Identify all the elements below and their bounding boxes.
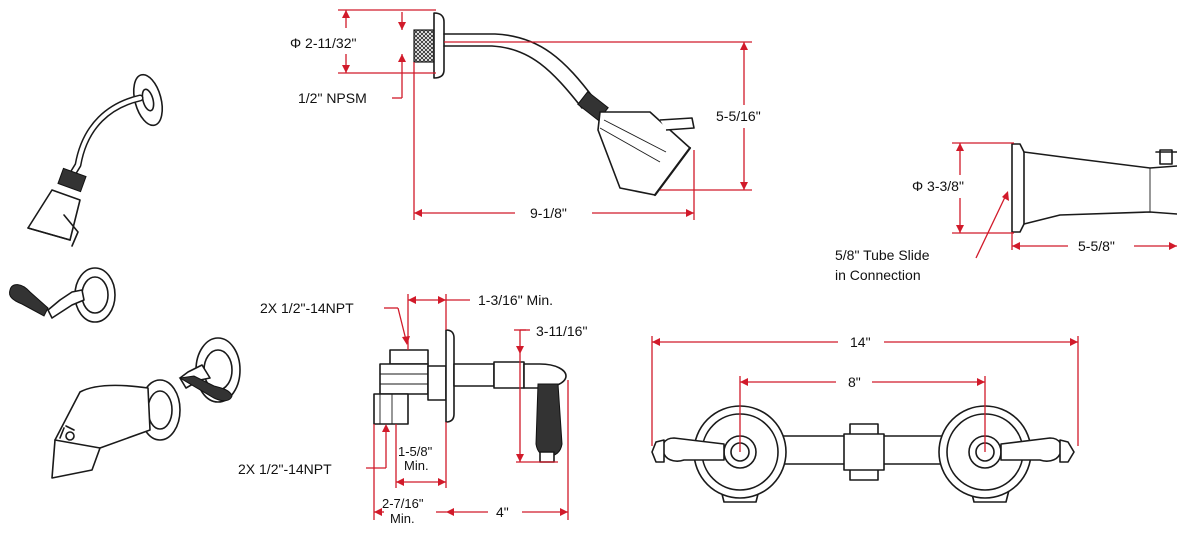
valve-handle-reach-label: 4": [496, 504, 509, 520]
iso-tub-spout-illustration: [51, 379, 181, 479]
spout-connection-label-line2: in Connection: [835, 267, 921, 283]
shower-flange-diameter-label: Φ 2-11/32": [290, 35, 357, 51]
valve-wall-min-label-line2: Min.: [390, 511, 415, 526]
spout-diameter-dimension: [952, 142, 1014, 234]
spout-connection-label-line1: 5/8" Tube Slide: [835, 247, 930, 263]
shower-height-label: 5-5/16": [716, 108, 761, 124]
valve-handle-height-label: 3-11/16": [536, 323, 587, 339]
valve-wall-min-dimension: [373, 424, 446, 520]
valve-handle-reach-dimension: [446, 380, 569, 520]
valve-inlet-bottom-leader: [366, 424, 390, 469]
valve-depth-min-dimension: [407, 294, 470, 350]
shower-flange-diameter-dimension: [338, 9, 436, 99]
valve-inlet-top-label: 2X 1/2"-14NPT: [260, 300, 354, 316]
shower-arm-side-view: [413, 12, 695, 197]
spout-reach-label: 5-5/8": [1078, 238, 1115, 254]
iso-shower-head-illustration: [27, 73, 164, 247]
valve-side-view: [373, 329, 567, 463]
valve-inlet-bottom-label: 2X 1/2"-14NPT: [238, 461, 332, 477]
front-overall-width-dimension: [651, 336, 1079, 446]
valve-body-min-dimension: [395, 422, 447, 488]
front-right-handle: [938, 405, 1075, 499]
spout-connection-leader: [975, 191, 1009, 259]
valve-wall-min-label-line1: 2-7/16": [382, 496, 424, 511]
front-center-spacing-dimension: [739, 376, 986, 452]
valve-body-min-label-line1: 1-5/8": [398, 444, 433, 459]
valve-depth-min-label: 1-3/16" Min.: [478, 292, 553, 308]
front-center-spacing-label: 8": [848, 374, 861, 390]
iso-lever-handle-illustration: [9, 267, 116, 323]
shower-height-dimension: [444, 41, 752, 191]
valve-inlet-top-leader: [384, 307, 410, 345]
front-left-handle: [651, 405, 787, 499]
shower-reach-dimension: [413, 62, 695, 220]
spout-diameter-label: Φ 3-3/8": [912, 178, 964, 194]
spout-reach-dimension: [1011, 232, 1177, 250]
iso-second-lever-handle-illustration: [178, 337, 241, 403]
shower-thread-label: 1/2" NPSM: [298, 90, 367, 106]
tub-spout-side-view: [1011, 143, 1177, 233]
valve-body-min-label-line2: Min.: [404, 458, 429, 473]
valve-handle-height-dimension: [514, 329, 558, 463]
front-overall-width-label: 14": [850, 334, 871, 350]
shower-reach-label: 9-1/8": [530, 205, 567, 221]
